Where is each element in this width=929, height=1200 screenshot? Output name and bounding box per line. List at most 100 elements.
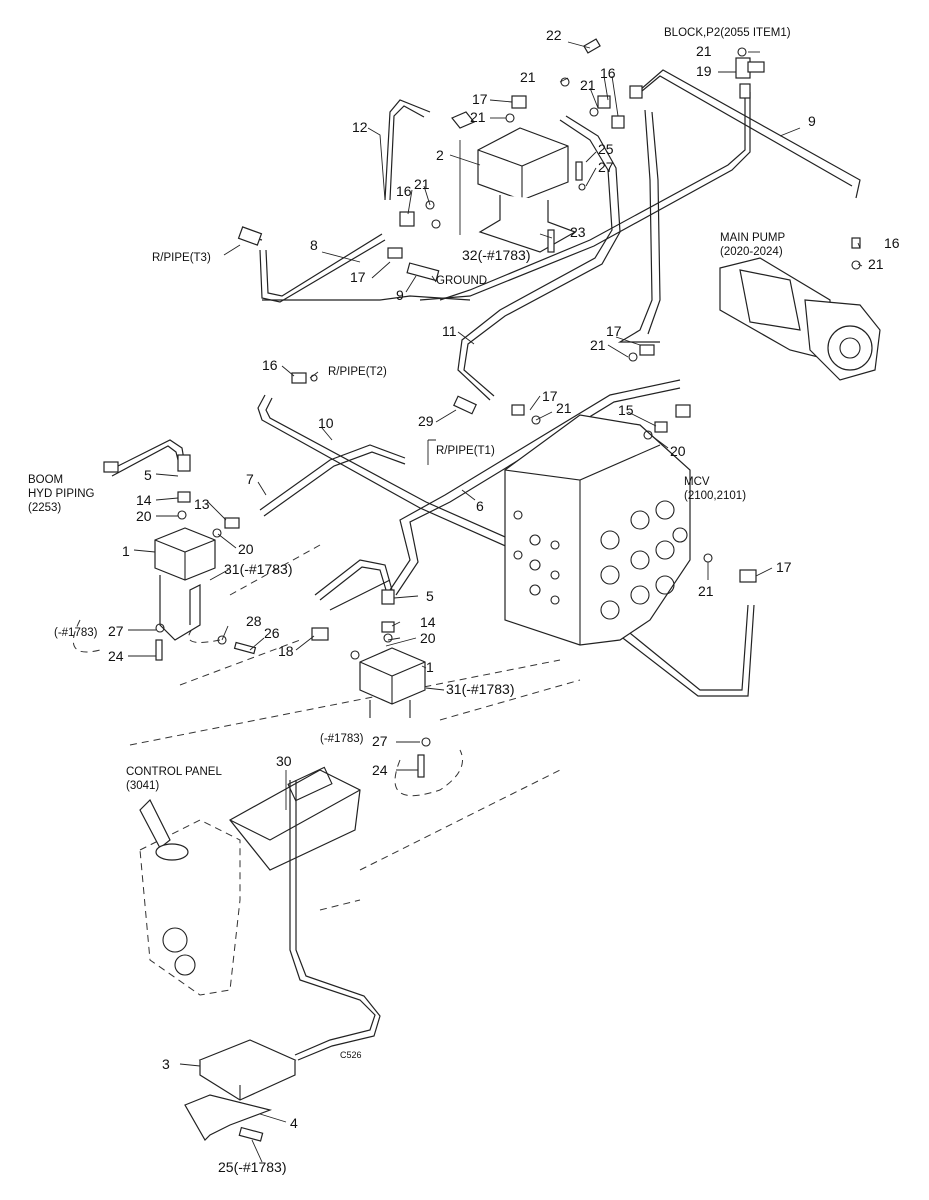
callout-22: 22 (546, 27, 562, 43)
label-mcv: MCV (684, 476, 710, 488)
callout-27: 27 (598, 159, 614, 175)
callout-31: 31(-#1783) (446, 681, 515, 697)
callout-1: 1 (122, 543, 130, 559)
callout-5: 5 (144, 467, 152, 483)
label-rpipe-t1: R/PIPE(T1) (436, 445, 495, 457)
callout-4: 4 (290, 1115, 298, 1131)
callout-9: 9 (808, 113, 816, 129)
callout-17: 17 (606, 323, 622, 339)
callout-25: 25(-#1783) (218, 1159, 287, 1175)
callout-11: 11 (442, 323, 457, 339)
callout-6: 6 (476, 498, 484, 514)
callout-labels: BLOCK,P2(2055 ITEM1) MAIN PUMP (2020-202… (28, 27, 900, 1175)
callout-15: 15 (618, 402, 634, 418)
callout-28: 28 (246, 613, 262, 629)
callout-29: 29 (418, 413, 434, 429)
callout-25: 25 (598, 141, 614, 157)
callout-21: 21 (590, 337, 606, 353)
callout-7: 7 (246, 471, 254, 487)
callout-27-note: (-#1783) (320, 733, 364, 745)
callout-20: 20 (670, 443, 686, 459)
hose-to-mcv (617, 109, 660, 343)
label-mcv-ref: (2100,2101) (684, 490, 746, 502)
fittings (103, 38, 861, 1142)
callout-8: 8 (310, 237, 318, 253)
callout-23: 23 (570, 224, 586, 240)
callout-21: 21 (470, 109, 486, 125)
callout-27: 27 (108, 623, 124, 639)
solenoid-block-1-right (359, 647, 426, 718)
callout-17: 17 (542, 388, 558, 404)
label-figure-code: C526 (340, 1050, 362, 1060)
callout-27-note: (-#1783) (54, 627, 98, 639)
callout-17: 17 (350, 269, 366, 285)
callout-18: 18 (278, 643, 294, 659)
main-pump (719, 237, 881, 381)
callout-21: 21 (698, 583, 714, 599)
callout-16: 16 (396, 183, 412, 199)
callout-32: 32(-#1783) (462, 247, 531, 263)
callout-19: 19 (696, 63, 712, 79)
callout-10: 10 (318, 415, 334, 431)
callout-14: 14 (136, 492, 152, 508)
hose-5-lower (314, 559, 393, 596)
callout-16: 16 (600, 65, 616, 81)
callout-12: 12 (352, 119, 368, 135)
callout-24: 24 (372, 762, 388, 778)
label-main-pump: MAIN PUMP (720, 232, 786, 244)
callout-31: 31(-#1783) (224, 561, 293, 577)
hose-10 (257, 394, 511, 549)
callout-17: 17 (776, 559, 792, 575)
callout-9: 9 (396, 287, 404, 303)
label-control-panel-ref: (3041) (126, 780, 159, 792)
callout-2: 2 (436, 147, 444, 163)
hose-17-lower (619, 604, 749, 691)
mcv-valve (504, 414, 691, 646)
dashed-outlines (72, 544, 581, 911)
callout-5: 5 (426, 588, 434, 604)
callout-16: 16 (262, 357, 278, 373)
mcv-ports (513, 500, 688, 620)
label-boom-2: HYD PIPING (28, 488, 95, 500)
solenoid-block-1-left (154, 527, 216, 641)
block-p2-fitting (735, 57, 765, 99)
hoses (109, 69, 861, 697)
label-rpipe-t3: R/PIPE(T3) (152, 252, 211, 264)
control-panel-console (139, 766, 361, 996)
callout-21: 21 (580, 77, 596, 93)
callout-21: 21 (556, 400, 572, 416)
callout-27: 27 (372, 733, 388, 749)
foot-pedal (184, 780, 381, 1141)
solenoid-block-2 (451, 111, 577, 253)
callout-17: 17 (472, 91, 488, 107)
callout-20: 20 (420, 630, 436, 646)
callout-20: 20 (136, 508, 152, 524)
label-boom-1: BOOM (28, 474, 63, 486)
label-ground: GROUND (436, 275, 487, 287)
callout-21: 21 (520, 69, 536, 85)
hose-6 (389, 379, 681, 591)
hose-12 (384, 99, 431, 201)
callout-3: 3 (162, 1056, 170, 1072)
callout-20: 20 (238, 541, 254, 557)
callout-13: 13 (194, 496, 210, 512)
label-control-panel: CONTROL PANEL (126, 766, 222, 778)
callout-30: 30 (276, 753, 292, 769)
label-rpipe-t2: R/PIPE(T2) (328, 366, 387, 378)
hose-9-top (639, 69, 861, 199)
leader-lines (128, 41, 863, 1163)
callout-14: 14 (420, 614, 436, 630)
callout-21: 21 (414, 176, 430, 192)
callout-21: 21 (868, 256, 884, 272)
label-boom-3: (2253) (28, 502, 61, 514)
label-block-p2: BLOCK,P2(2055 ITEM1) (664, 27, 791, 39)
callout-21: 21 (696, 43, 712, 59)
label-main-pump-ref: (2020-2024) (720, 246, 783, 258)
hose-5-upper (109, 439, 185, 471)
hose-7 (259, 444, 406, 511)
hose-11 (457, 119, 613, 401)
callout-1: 1 (426, 659, 434, 675)
callout-24: 24 (108, 648, 124, 664)
